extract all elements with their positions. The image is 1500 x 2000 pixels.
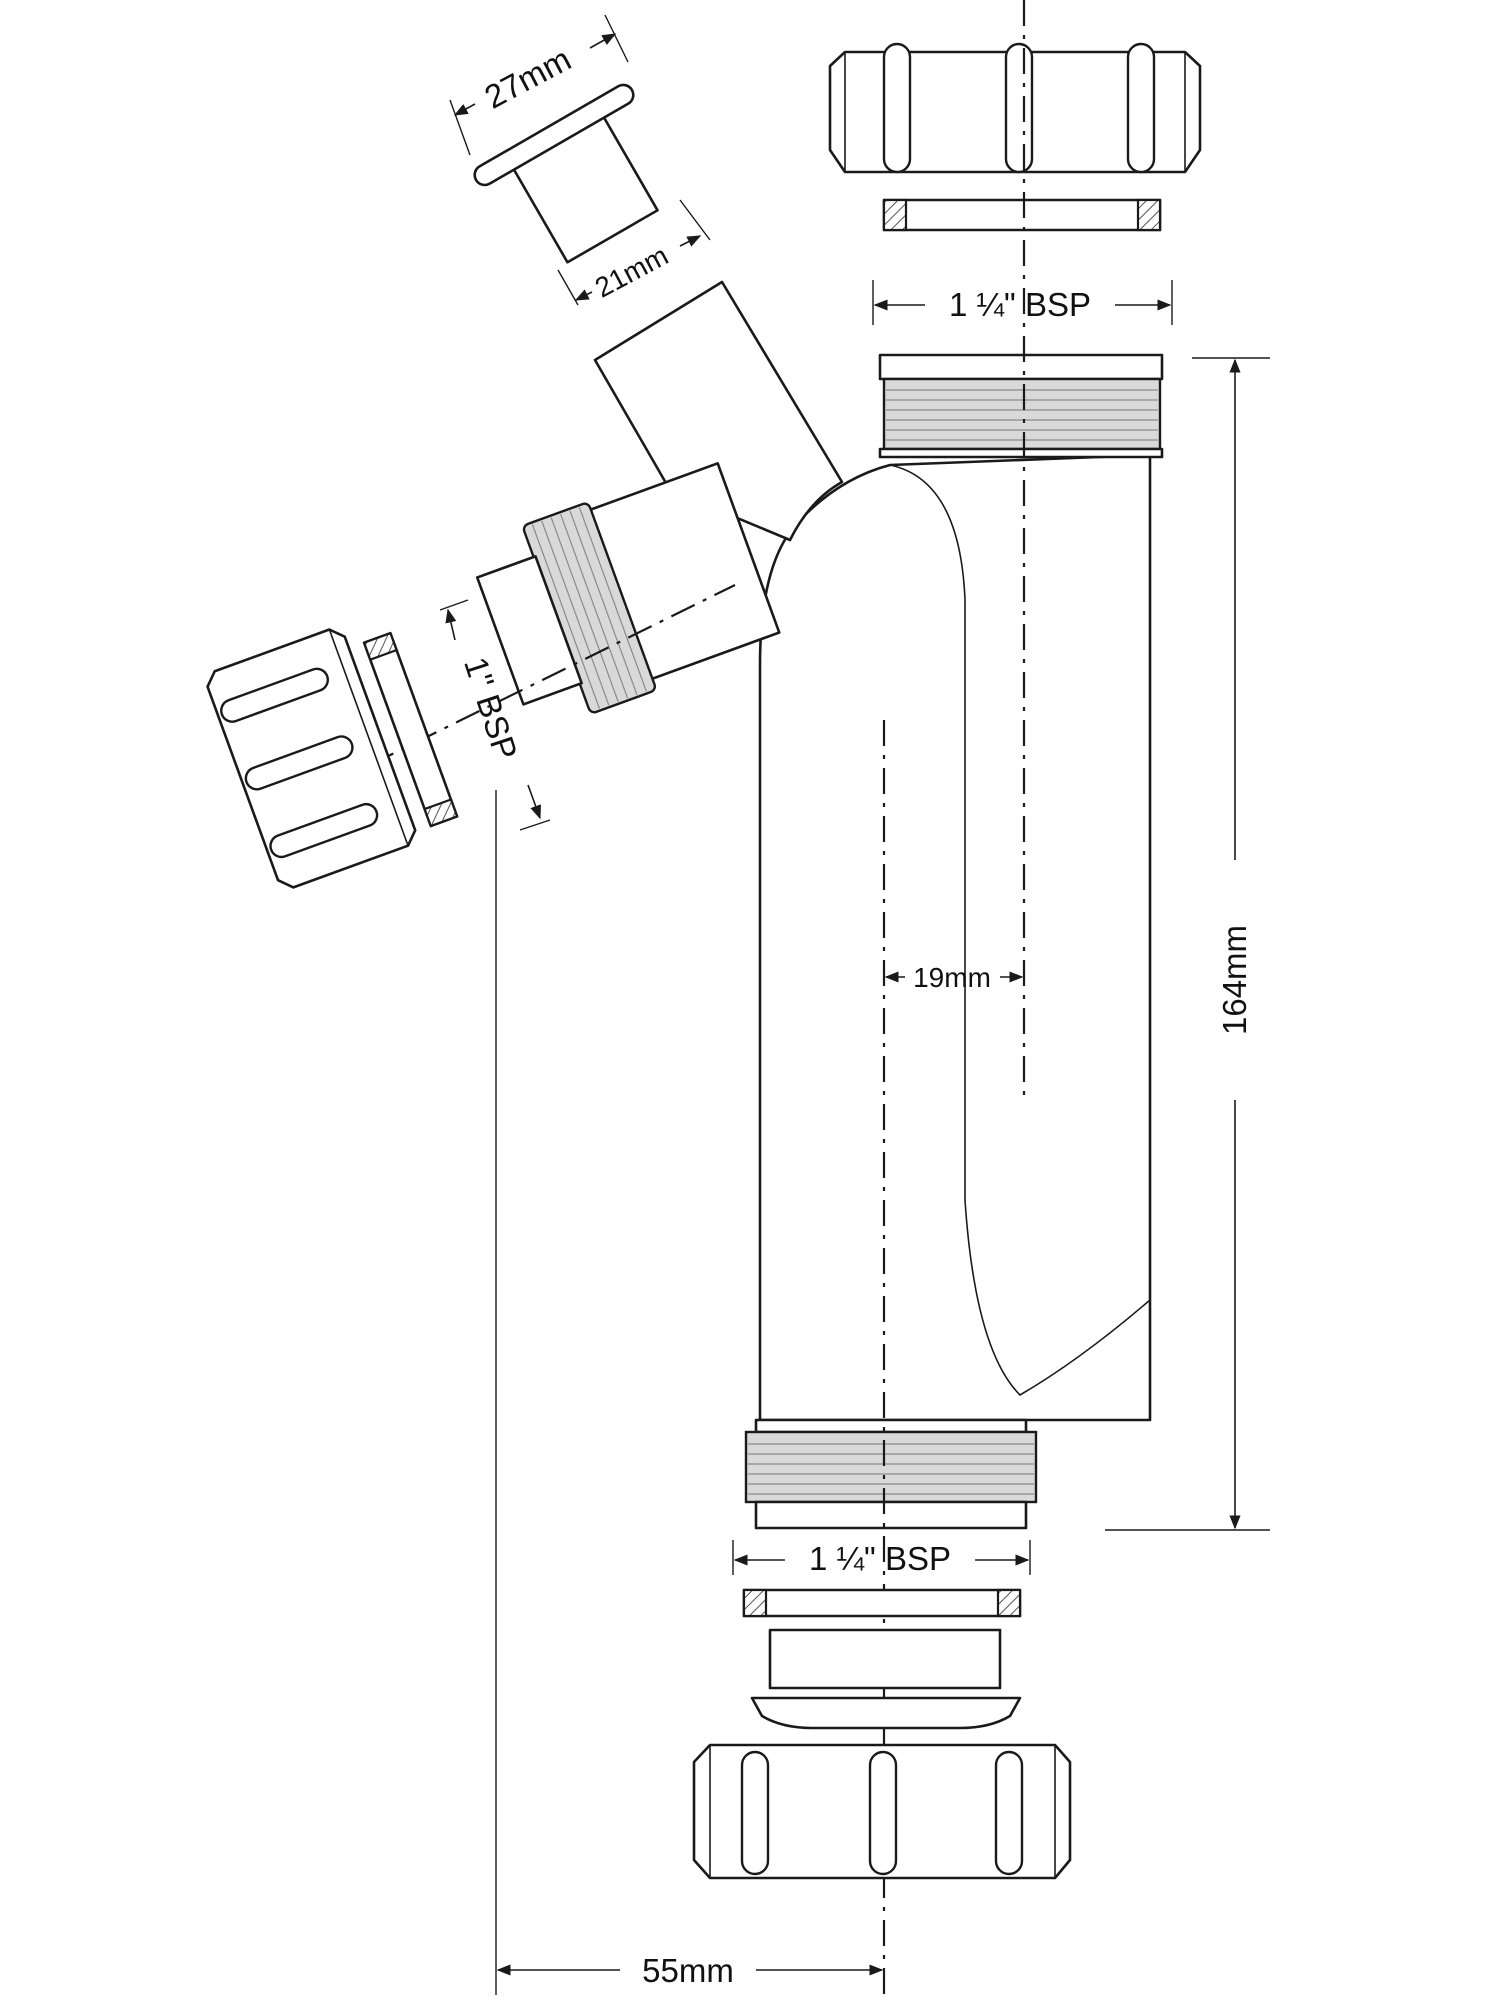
branch-pipe	[593, 280, 844, 542]
drain-outer-label: 27mm	[478, 40, 576, 116]
drain-tail	[473, 83, 659, 264]
side-union-nut	[206, 628, 417, 889]
offset-label: 19mm	[913, 962, 991, 993]
base-offset-dimension: 55mm	[495, 790, 884, 1995]
top-washer	[882, 198, 1162, 232]
bottom-tail	[750, 1628, 1022, 1730]
height-label: 164mm	[1216, 925, 1253, 1035]
offset-dimension: 19mm	[884, 962, 1024, 993]
side-centerline	[369, 584, 736, 766]
main-body	[744, 353, 1164, 1530]
drain-inner-label: 21mm	[590, 240, 673, 304]
bottom-thread-label: 1 ¼" BSP	[809, 1540, 951, 1577]
bottom-thread-dimension: 1 ¼" BSP	[732, 1540, 1031, 1577]
bottom-union-nut	[692, 1743, 1072, 1880]
top-union-nut	[828, 42, 1202, 174]
top-thread-label: 1 ¼" BSP	[949, 286, 1091, 323]
base-offset-label: 55mm	[642, 1952, 734, 1989]
height-dimension: 164mm	[1105, 357, 1270, 1531]
side-spigot	[475, 462, 781, 714]
bottom-washer	[742, 1588, 1022, 1618]
side-washer	[362, 631, 459, 828]
top-thread-dimension: 1 ¼" BSP	[872, 280, 1173, 325]
